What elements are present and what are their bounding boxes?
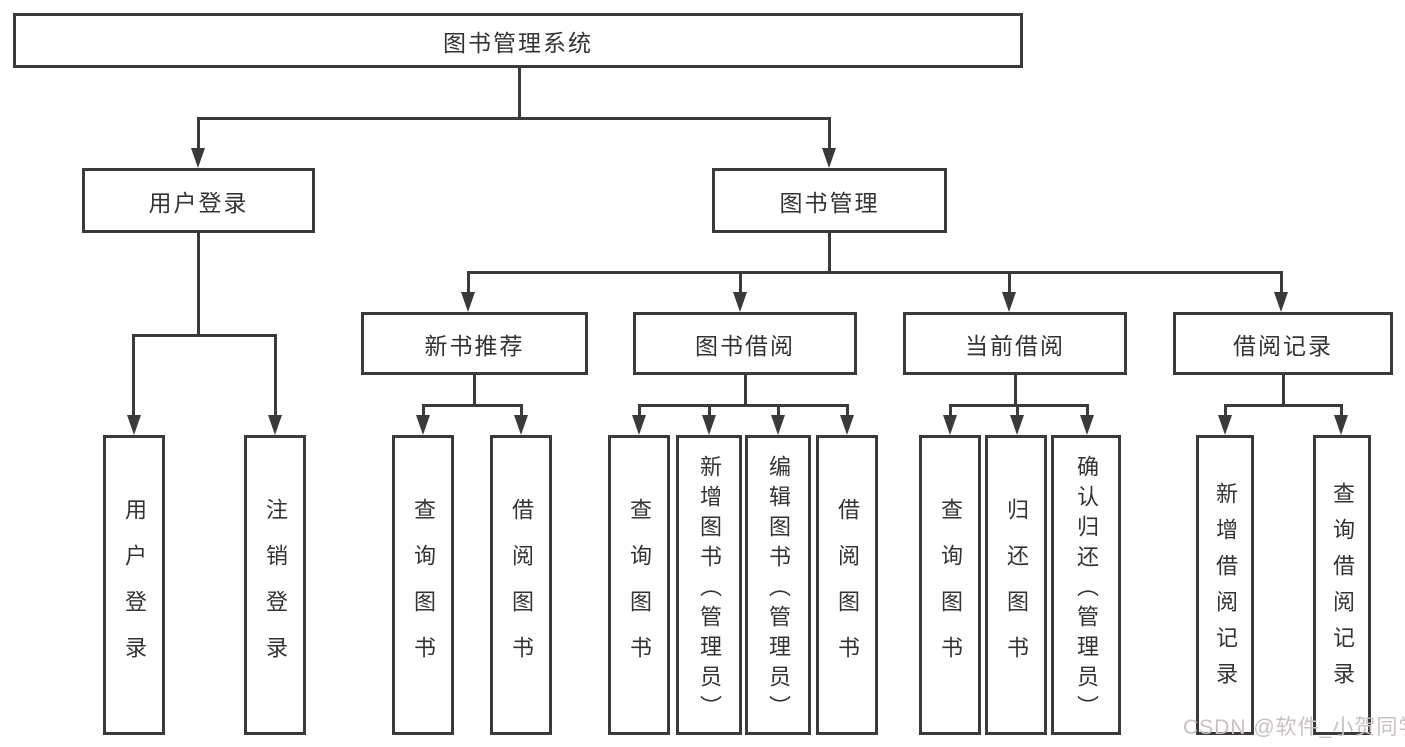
arrow-down-icon (127, 415, 141, 435)
connector-line (744, 375, 747, 406)
leaf-cb-return-book: 归还图书 (985, 435, 1047, 735)
connector-line (1014, 375, 1017, 406)
csdn-watermark: CSDN @软件_小贺同学 (1183, 716, 1405, 739)
connector-line (422, 404, 523, 407)
arrow-down-icon (1080, 415, 1094, 435)
leaf-cb-query-book: 查询图书 (919, 435, 981, 735)
arrow-down-icon (416, 415, 430, 435)
node-user-login: 用户登录 (82, 168, 315, 233)
connector-line (1280, 271, 1283, 296)
connector-line (949, 404, 952, 419)
connector-line (1282, 375, 1285, 406)
connector-line (828, 233, 831, 273)
connector-line (1008, 271, 1011, 296)
connector-line (197, 233, 200, 336)
leaf-br-add-record: 新增借阅记录 (1196, 435, 1254, 735)
connector-line (1340, 404, 1343, 419)
arrow-down-icon (1218, 415, 1232, 435)
leaf-rec-borrow-book: 借阅图书 (490, 435, 552, 735)
leaf-rec-query-book: 查询图书 (392, 435, 454, 735)
leaf-bb-query-book: 查询图书 (608, 435, 670, 735)
connector-line (467, 271, 470, 296)
leaf-br-query-record: 查询借阅记录 (1313, 435, 1371, 735)
leaf-user-login: 用户登录 (103, 435, 165, 735)
arrow-down-icon (461, 292, 475, 312)
arrow-down-icon (191, 148, 205, 168)
arrow-down-icon (514, 415, 528, 435)
leaf-cb-confirm-return: 确认归还（管理员） (1051, 435, 1121, 735)
arrow-down-icon (1274, 292, 1288, 312)
connector-line (197, 117, 831, 120)
connector-line (1224, 404, 1227, 419)
connector-line (708, 404, 711, 419)
connector-line (1016, 404, 1019, 419)
connector-line (638, 404, 848, 407)
arrow-down-icon (1334, 415, 1348, 435)
node-current-borrow: 当前借阅 (903, 312, 1127, 375)
connector-line (1224, 404, 1343, 407)
node-book-borrow: 图书借阅 (633, 312, 857, 375)
arrow-down-icon (943, 415, 957, 435)
leaf-bb-borrow-book: 借阅图书 (816, 435, 878, 735)
connector-line (520, 404, 523, 419)
arrow-down-icon (840, 415, 854, 435)
connector-line (422, 404, 425, 419)
node-book-management: 图书管理 (712, 168, 947, 233)
node-new-book-recommend: 新书推荐 (361, 312, 588, 375)
connector-line (1086, 404, 1089, 419)
connector-line (846, 404, 849, 419)
leaf-bb-add-book: 新增图书（管理员） (676, 435, 742, 735)
connector-line (739, 271, 742, 296)
connector-line (518, 66, 521, 119)
connector-line (132, 334, 135, 417)
connector-line (197, 117, 200, 151)
arrow-down-icon (702, 415, 716, 435)
arrow-down-icon (632, 415, 646, 435)
connector-line (638, 404, 641, 419)
node-root: 图书管理系统 (13, 13, 1023, 68)
arrow-down-icon (822, 148, 836, 168)
connector-line (132, 334, 277, 337)
leaf-logout: 注销登录 (244, 435, 306, 735)
connector-line (828, 117, 831, 151)
arrow-down-icon (1010, 415, 1024, 435)
arrow-down-icon (771, 415, 785, 435)
arrow-down-icon (1002, 292, 1016, 312)
connector-line (473, 375, 476, 406)
connector-line (777, 404, 780, 419)
arrow-down-icon (268, 415, 282, 435)
leaf-bb-edit-book: 编辑图书（管理员） (745, 435, 811, 735)
node-borrow-records: 借阅记录 (1173, 312, 1393, 375)
connector-line (274, 334, 277, 417)
arrow-down-icon (733, 292, 747, 312)
connector-line (467, 271, 1283, 274)
